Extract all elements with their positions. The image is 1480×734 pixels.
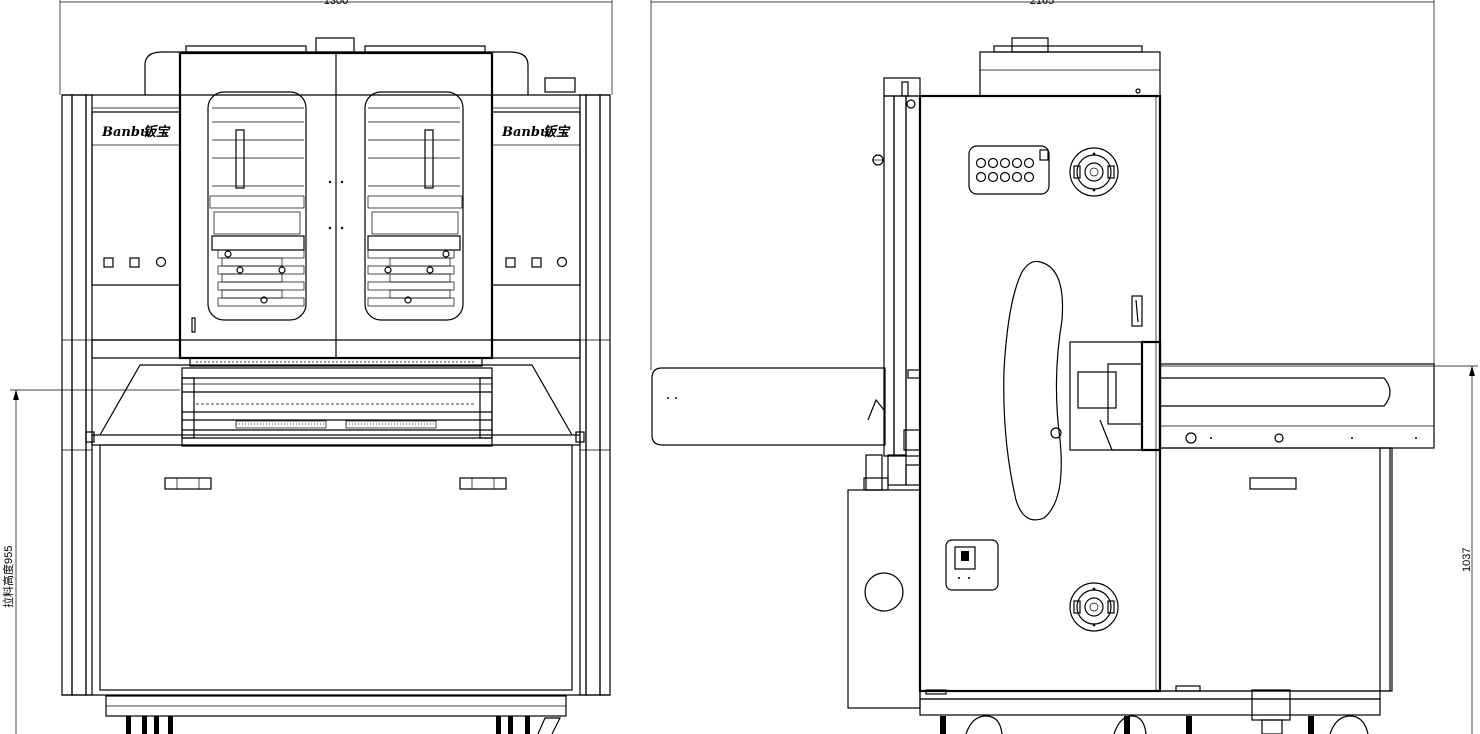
brand-logo-left-cn: 钣宝 xyxy=(143,124,171,140)
side-rail xyxy=(865,77,921,491)
brand-logo-right: Banbu xyxy=(501,125,549,140)
brand-logo-left: Banbu xyxy=(101,125,149,140)
side-height-dimension: 1037 xyxy=(1160,365,1478,734)
connector-panel xyxy=(968,145,1050,195)
front-door-panel xyxy=(178,51,494,360)
side-lower-stand xyxy=(1159,447,1393,692)
side-main-body xyxy=(918,94,1381,734)
brand-logo-right-cn: 钣宝 xyxy=(543,124,571,140)
outfeed-arm xyxy=(1069,340,1435,452)
right-cabinet: Banbu 钣宝 xyxy=(491,111,581,286)
front-width-dimension: 1300 xyxy=(59,0,613,95)
side-base-box xyxy=(847,477,921,709)
curved-slot xyxy=(1003,260,1064,521)
switch-box xyxy=(945,539,999,591)
front-lower-cabinet xyxy=(62,444,610,734)
front-view: 1300 拉料高度955 Banbu 钣宝 xyxy=(1,0,613,734)
left-cabinet: Banbu 钣宝 xyxy=(91,111,181,286)
side-view: 2165 1037 xyxy=(650,0,1478,734)
front-height-dimension: 拉料高度955 xyxy=(1,389,180,734)
feed-mechanism xyxy=(85,339,585,447)
side-width-dimension: 2165 xyxy=(650,0,1435,370)
top-bearing-flange xyxy=(1069,147,1119,197)
side-height-value: 1037 xyxy=(1461,548,1473,572)
front-width-value: 1300 xyxy=(324,0,348,7)
side-width-value: 2165 xyxy=(1030,0,1054,7)
bottom-bearing-flange xyxy=(1069,582,1119,632)
front-height-value: 拉料高度955 xyxy=(1,546,15,608)
